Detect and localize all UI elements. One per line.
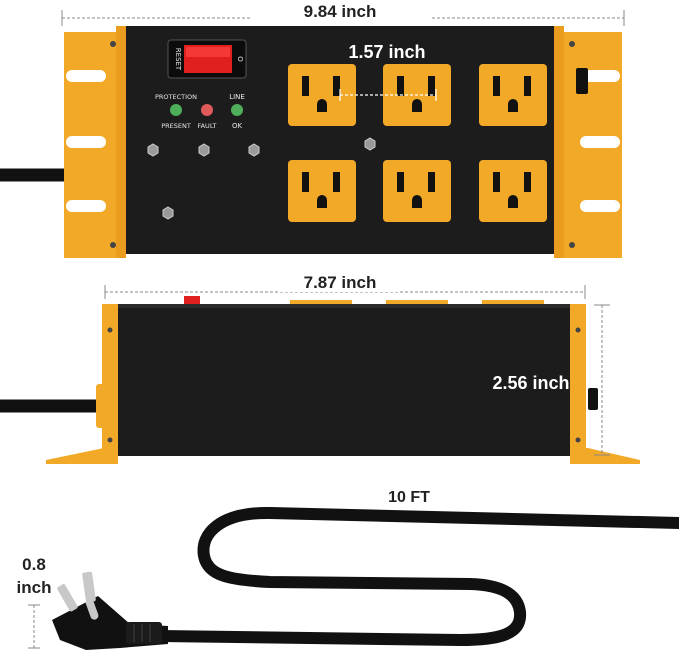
cord-view: 10 FT 0.8 inch bbox=[17, 489, 679, 650]
indicator-panel: PROTECTION LINE PRESENT FAULT OK bbox=[155, 93, 245, 130]
reset-switch: RESET O bbox=[167, 39, 247, 79]
outlet bbox=[288, 160, 356, 222]
outlet-spacing-dimension: 1.57 inch bbox=[339, 42, 437, 101]
svg-text:O: O bbox=[236, 56, 244, 62]
fault-label: FAULT bbox=[197, 122, 216, 130]
line-led-icon bbox=[231, 104, 243, 116]
screws bbox=[147, 137, 376, 220]
coiled-cord bbox=[154, 506, 679, 647]
outlet-spacing-label: 1.57 inch bbox=[348, 42, 425, 62]
side-right-foot bbox=[570, 448, 640, 464]
outlet bbox=[383, 160, 451, 222]
plug-height-unit: inch bbox=[17, 578, 52, 597]
top-width-label: 9.84 inch bbox=[304, 2, 377, 21]
plug-height-dimension: 0.8 inch bbox=[17, 555, 52, 649]
cord-length-label: 10 FT bbox=[388, 489, 430, 506]
side-width-dimension: 7.87 inch bbox=[104, 270, 586, 299]
top-left-bracket bbox=[64, 32, 124, 258]
side-height-label: 2.56 inch bbox=[492, 373, 569, 393]
side-height-dimension: 2.56 inch bbox=[492, 304, 610, 456]
plug-height-value: 0.8 bbox=[22, 555, 46, 574]
side-body bbox=[118, 304, 570, 456]
top-right-bracket bbox=[558, 32, 622, 258]
ok-label: OK bbox=[232, 122, 243, 130]
side-view: 7.87 inch 2.56 inch bbox=[0, 270, 640, 464]
line-label: LINE bbox=[229, 93, 245, 101]
present-label: PRESENT bbox=[161, 122, 191, 130]
plug bbox=[52, 571, 168, 650]
side-width-label: 7.87 inch bbox=[304, 273, 377, 292]
protection-label: PROTECTION bbox=[155, 93, 197, 101]
top-view: 9.84 inch bbox=[0, 2, 625, 258]
outlet-grid bbox=[288, 64, 547, 222]
outlet bbox=[479, 64, 547, 126]
side-left-foot bbox=[46, 448, 118, 464]
protection-led-icon bbox=[170, 104, 182, 116]
top-width-dimension: 9.84 inch bbox=[61, 2, 625, 26]
reset-label: RESET bbox=[174, 48, 182, 71]
outlet bbox=[479, 160, 547, 222]
outlet bbox=[288, 64, 356, 126]
fault-led-icon bbox=[201, 104, 213, 116]
